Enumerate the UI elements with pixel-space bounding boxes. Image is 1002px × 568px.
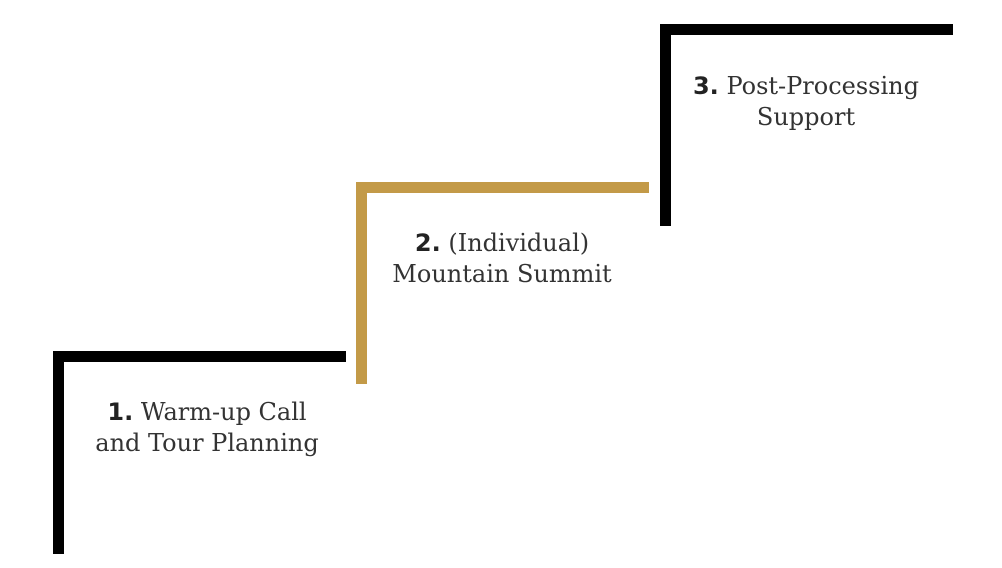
step-1-vertical-bar xyxy=(53,351,64,554)
step-3-horizontal-bar xyxy=(660,24,953,35)
step-3-number: 3. xyxy=(692,72,719,100)
step-1-number: 1. xyxy=(107,398,134,426)
step-3-label: 3. Post-Processing Support xyxy=(671,71,941,133)
step-2-number: 2. xyxy=(414,229,441,257)
step-3-vertical-bar xyxy=(660,24,671,226)
step-2-horizontal-bar xyxy=(356,182,649,193)
step-1-line-1: Warm-up Call xyxy=(140,398,307,426)
step-2-vertical-bar xyxy=(356,182,367,384)
step-1-label: 1. Warm-up Call and Tour Planning xyxy=(72,397,342,459)
step-2-line-1: (Individual) xyxy=(448,229,590,257)
step-1-horizontal-bar xyxy=(53,351,346,362)
step-2-label: 2. (Individual) Mountain Summit xyxy=(367,228,637,290)
step-3-line-1: Post-Processing xyxy=(726,72,919,100)
step-2-line-2: Mountain Summit xyxy=(392,260,612,288)
step-1-line-2: and Tour Planning xyxy=(95,429,319,457)
step-3-line-2: Support xyxy=(756,103,856,131)
